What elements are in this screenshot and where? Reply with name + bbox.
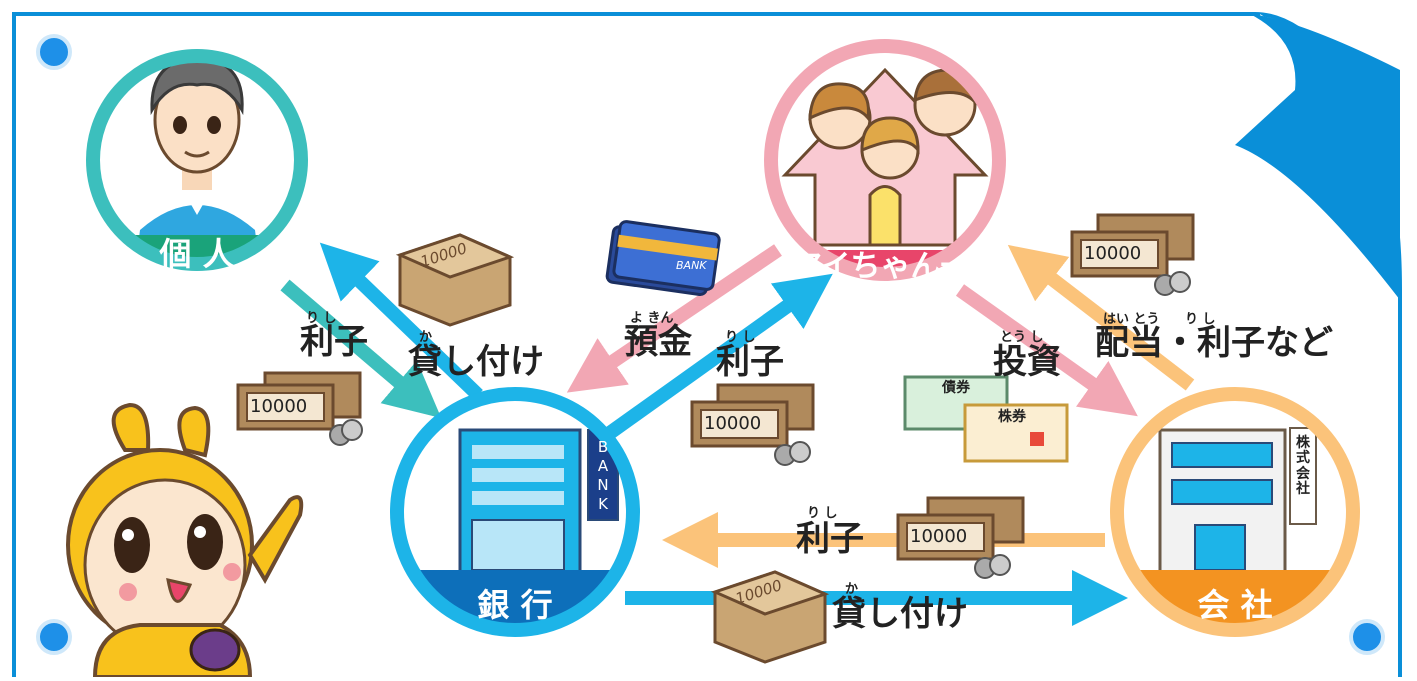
ruby-loan-company: か [845,582,859,597]
page-frame [12,12,1402,677]
banknote-value: 10000 [250,396,308,417]
node-label-bank: 銀 行 [477,586,553,624]
arrow-interest-family [595,273,833,446]
ruby-loan-individual: か [419,330,433,345]
mascot-character [66,402,304,679]
edge-label-loan-company: 貸し付け [832,594,968,634]
ruby-investment: とう し [1000,330,1044,345]
banknote-icon [690,383,815,466]
ruby-deposit: よ きん [630,311,674,326]
node-bank [390,387,640,637]
arrow-investment [955,284,1138,417]
page-curl-icon [1235,14,1400,300]
bank-sign-letter: N [597,476,608,494]
banknote-stack-icon [710,570,830,664]
corner-dot-icon [1349,619,1385,655]
edge-label-interest-family: 利子 [716,342,784,382]
edge-label-investment: 投資 [993,342,1061,382]
node-label-individual: 個 人 [159,235,235,273]
edge-label-interest-individual: 利子 [300,322,368,362]
bond-label: 債券 [942,380,970,396]
banknote-icon [896,496,1025,579]
banknote-value: 10000 [1084,243,1142,264]
flow-arrows [280,242,1195,626]
node-individual [86,49,308,271]
company-sign: 株式会社 [1296,435,1310,498]
banknote-icon [236,371,363,446]
banknote-value: 10000 [910,526,968,547]
bank-card-icon [605,220,721,297]
node-label-family: アイちゃん一家 [792,249,1001,284]
edge-label-interest-company: 利子 [796,519,864,559]
arrow-interest-individual [280,279,442,419]
corner-dot-icon [36,619,72,655]
edge-label-loan-individual: 貸し付け [408,342,544,382]
ruby-dividend: はい とう [1103,312,1160,327]
corner-dot-icon [36,34,72,70]
node-company [1110,387,1360,637]
card-text: BANK [676,259,707,272]
arrow-dividend [1007,244,1195,391]
stock-certificate-icon [963,403,1069,463]
stock-label: 株券 [998,409,1026,425]
edge-label-deposit: 預金 [624,322,692,362]
ruby-interest-company: り し [807,506,838,521]
node-label-company: 会 社 [1197,586,1273,624]
ruby-dividend-interest: り し [1185,312,1216,327]
bank-sign: BANK [597,438,609,513]
bank-sign-letter: B [598,438,608,456]
bank-sign-letter: A [598,457,609,475]
ruby-interest-family: り し [725,330,756,345]
banknote-stack-icon [395,233,515,327]
banknote-icon [1070,213,1195,296]
edge-label-dividend: 配当・利子など [1095,323,1333,363]
ruby-interest-individual: り し [306,311,337,326]
arrow-loan-individual [319,242,483,401]
node-family [764,39,1006,281]
bank-sign-letter: K [598,495,609,513]
banknote-value: 10000 [704,413,762,434]
arrow-deposit [566,244,782,393]
